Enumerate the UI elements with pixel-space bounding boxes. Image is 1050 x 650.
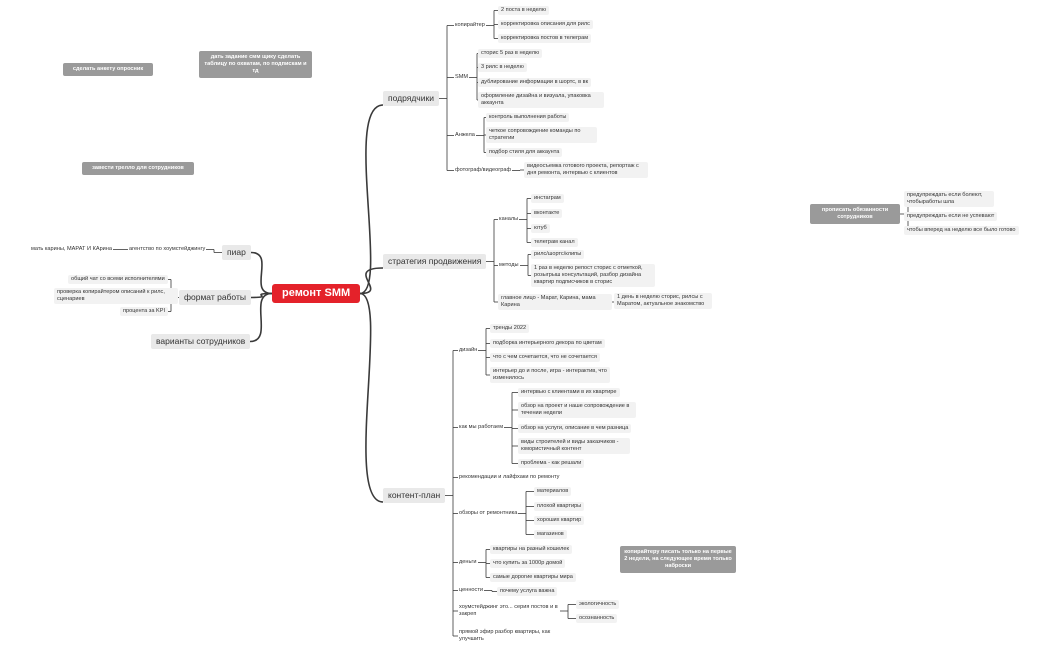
branch-connector (250, 251, 273, 295)
how-item[interactable]: интервью с клиентами в их квартире (518, 388, 620, 397)
anzhela-item[interactable]: подбор стиля для аккаунта (486, 148, 563, 157)
methods-item[interactable]: рилс/шортс/клипы (531, 250, 585, 259)
homestaging-item[interactable]: осознанность (576, 614, 618, 623)
channel-item[interactable]: вконтакте (531, 209, 563, 218)
methods-item[interactable]: 1 раз в неделю репост сторис с отметкой,… (531, 264, 655, 287)
node-smm[interactable]: SMM (455, 74, 469, 80)
reviews-item[interactable]: хороших квартир (534, 516, 585, 525)
node-copywriter[interactable]: копирайтер (455, 22, 485, 28)
branch-content-plan[interactable]: контент-план (383, 488, 446, 503)
money-item[interactable]: что купить за 1000р домой (490, 559, 566, 568)
branch-employee-variants[interactable]: варианты сотрудников (151, 334, 251, 349)
homestaging-item[interactable]: экологичность (576, 600, 620, 609)
duties-item[interactable]: чтобы вперед на неделю все было готово (904, 226, 1019, 235)
node-how-we-work[interactable]: как мы работаем (459, 424, 504, 430)
anzhela-item[interactable]: четкое сопровождение команды по стратеги… (486, 127, 597, 143)
node-homestaging[interactable]: хоумстейджинг это... серия постов и в за… (459, 604, 558, 617)
node-main-face[interactable]: главное лицо - Марат, Карина, мама Карин… (498, 294, 612, 310)
note-survey[interactable]: сделать анкету опросник (63, 63, 153, 76)
smm-item[interactable]: оформление дизайна и визуала, упаковка а… (478, 92, 604, 108)
how-item[interactable]: обзор на услуги, описание в чем разница (518, 424, 632, 433)
branch-work-format[interactable]: формат работы (179, 290, 251, 305)
smm-item[interactable]: сторис 5 раз в неделю (478, 49, 543, 58)
duties-item[interactable]: предупреждать если болеют, чтобыработы ш… (904, 191, 994, 207)
duties-item[interactable]: предупреждать если не успевают (904, 212, 998, 221)
note-copywriter[interactable]: копирайтеру писать только на первые 2 не… (620, 546, 736, 573)
node-names[interactable]: мать карины, МАРАТ И КАрина (31, 246, 113, 252)
how-item[interactable]: виды строителей и виды заказчиков - юмор… (518, 438, 630, 454)
branch-connector (359, 267, 384, 295)
design-item[interactable]: тренды 2022 (490, 324, 530, 333)
branch-piar[interactable]: пиар (222, 245, 251, 260)
branch-podryadchiki[interactable]: подрядчики (383, 91, 439, 106)
design-item[interactable]: что с чем сочетается, что не сочетается (490, 353, 600, 362)
copywriter-item[interactable]: 2 поста в неделю (498, 6, 550, 15)
note-trello[interactable]: завести трелло для сотрудников (82, 162, 194, 175)
values-item[interactable]: почему услуга важна (497, 587, 558, 596)
note-smm-task[interactable]: дать задание смм щику сделать таблицу по… (199, 51, 312, 78)
format-item[interactable]: общий чат со всеми исполнителями (68, 275, 168, 284)
root-node[interactable]: ремонт SMM (272, 284, 361, 303)
reviews-item[interactable]: плохой квартиры (534, 502, 585, 511)
reviews-item[interactable]: материалов (534, 487, 572, 496)
smm-item[interactable]: 3 рилс в неделю (478, 63, 527, 72)
node-lifehacks[interactable]: рекомендации и лайфхаки по ремонту (459, 474, 560, 480)
design-item[interactable]: интерьер до и после, игра - интерактив, … (490, 367, 610, 383)
node-anzhela[interactable]: Анжела (455, 132, 475, 138)
photo-item[interactable]: видеосъемка готового проекта, репортаж с… (524, 162, 648, 178)
floating-duties[interactable]: прописать обязанности сотрудников (810, 204, 900, 224)
channel-item[interactable]: ютуб (531, 224, 550, 233)
channel-item[interactable]: инстаграм (531, 194, 564, 203)
node-design[interactable]: дизайн (459, 347, 478, 353)
node-money[interactable]: деньги (459, 559, 477, 565)
format-item[interactable]: процента за KPI (120, 307, 169, 316)
design-item[interactable]: подборка интерьерного декора по цветам (490, 339, 605, 348)
copywriter-item[interactable]: корректировка описания для рилс (498, 20, 593, 29)
branch-connector (249, 292, 273, 343)
node-agency[interactable]: агентство по хоумстейджингу (129, 246, 206, 252)
node-values[interactable]: ценности (459, 587, 484, 593)
node-photo[interactable]: фотограф/видеограф (455, 167, 512, 173)
channel-item[interactable]: телеграм канал (531, 238, 578, 247)
how-item[interactable]: проблема - как решали (518, 459, 585, 468)
node-channels[interactable]: каналы (499, 216, 519, 222)
branch-strategy[interactable]: стратегия продвижения (383, 254, 487, 269)
how-item[interactable]: обзор на проект и наше сопровождение в т… (518, 402, 636, 418)
node-methods[interactable]: методы (499, 262, 519, 268)
reviews-item[interactable]: магазинов (534, 530, 567, 539)
branch-connector (359, 104, 384, 295)
node-live-stream[interactable]: прямой эфир разбор квартиры, как улучшит… (459, 629, 551, 642)
copywriter-item[interactable]: корректировка постов в телеграм (498, 34, 592, 43)
anzhela-item[interactable]: контроль выполнения работы (486, 113, 570, 122)
face-item[interactable]: 1 день в неделю сторис, рилсы с Маратом,… (614, 293, 712, 309)
smm-item[interactable]: дублирование информации в шортс, в вк (478, 78, 592, 87)
branch-connector (359, 292, 384, 503)
money-item[interactable]: квартиры на разный кошелек (490, 545, 572, 554)
format-item[interactable]: проверка копирайтером описаний к рилс, с… (54, 288, 178, 304)
money-item[interactable]: самые дорогие квартиры мира (490, 573, 576, 582)
branch-connector (250, 292, 273, 299)
node-reviews[interactable]: обзоры от ремонтника (459, 510, 518, 516)
